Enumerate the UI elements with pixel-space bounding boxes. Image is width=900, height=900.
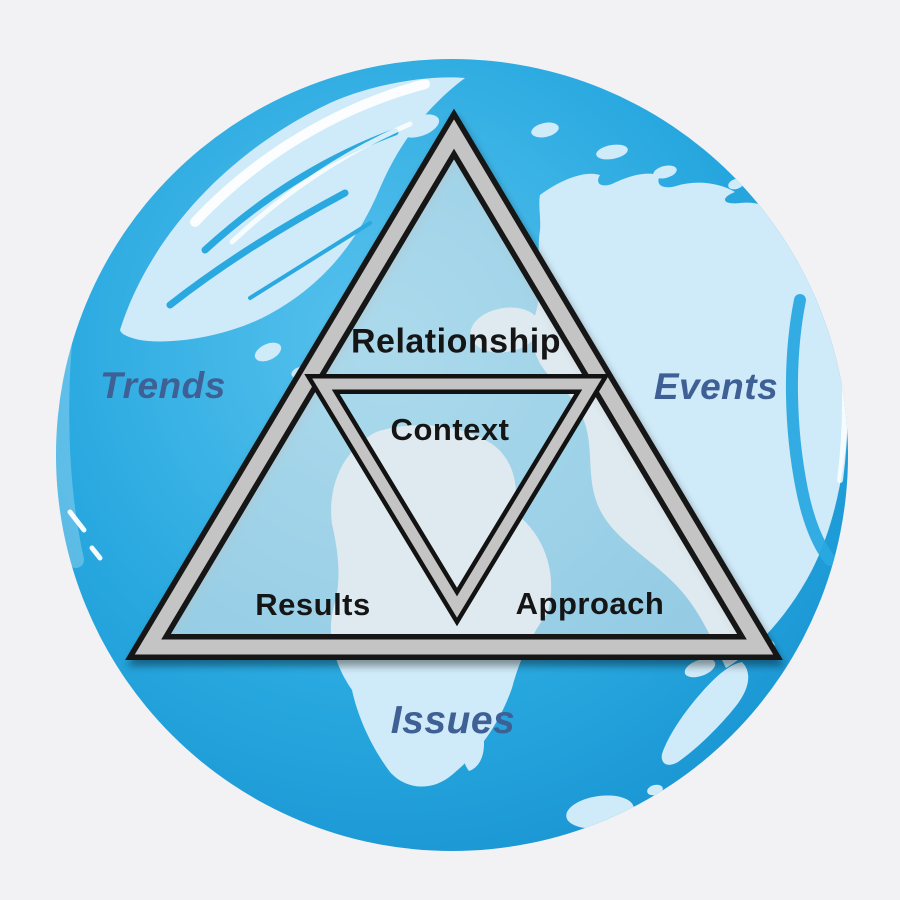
landmass-madagascar [462, 729, 484, 771]
label-approach: Approach [515, 586, 665, 621]
label-trends: Trends [100, 365, 226, 406]
landmass-eurasia [532, 173, 848, 668]
landmass-australia [647, 784, 663, 796]
landmass-siberia [653, 165, 677, 179]
landmass-islands [254, 342, 282, 362]
landmass-southeast-asia [661, 662, 749, 765]
landmass-greenland [400, 114, 440, 138]
landmass-indonesia [684, 658, 716, 678]
inner-triangle-band [312, 378, 602, 618]
label-events: Events [653, 366, 779, 407]
label-results: Results [255, 587, 371, 622]
label-context: Context [390, 412, 510, 447]
label-issues: Issues [390, 699, 516, 742]
outer-triangle-band [134, 119, 774, 655]
landmass-siberia [531, 122, 559, 138]
inner-triangle [304, 374, 610, 627]
label-relationship: Relationship [350, 322, 562, 361]
landmass-siberia [596, 144, 628, 160]
